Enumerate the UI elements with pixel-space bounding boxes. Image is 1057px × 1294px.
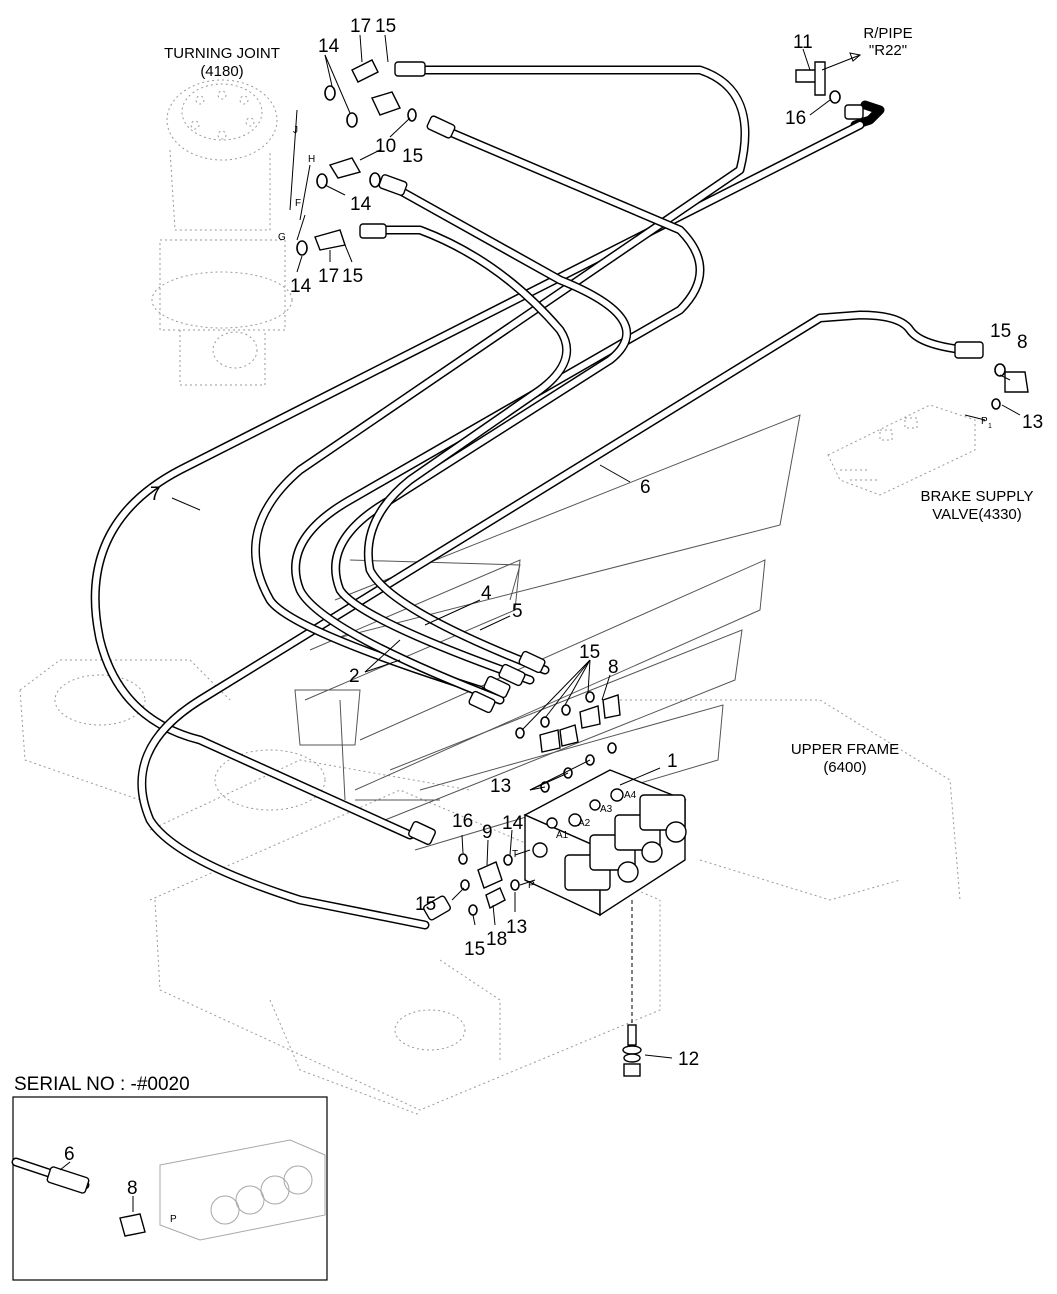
port-label: G (278, 232, 286, 243)
brake-supply-valve-label: BRAKE SUPPLY (920, 488, 1033, 505)
port-label: A1 (556, 830, 569, 841)
inset-callout-8: 8 (127, 1178, 138, 1199)
turning-joint-code: (4180) (200, 63, 243, 80)
upper-frame-label: UPPER FRAME (791, 741, 899, 758)
callout: 13 (506, 917, 527, 938)
callout: 15 (990, 321, 1011, 342)
adapters (314, 59, 1029, 910)
port-label: T (512, 849, 518, 860)
callout: 10 (375, 136, 396, 157)
callout: 16 (452, 811, 473, 832)
callout: 13 (1022, 412, 1043, 433)
control-valve-block (523, 769, 687, 917)
brake-supply-valve-ghost (827, 404, 976, 496)
callout: 14 (350, 194, 372, 215)
callout: 15 (375, 16, 396, 37)
inset-callout-6: 6 (64, 1144, 75, 1165)
port-label: H (308, 154, 315, 165)
hoses (90, 65, 970, 930)
callout: 11 (793, 32, 813, 53)
callout-numbers: 17 15 14 10 15 14 14 17 15 11 16 15 8 13… (150, 16, 1043, 1070)
callout: 13 (490, 776, 511, 797)
port-labels: J H F G P 1 A1 A2 A3 A4 T P (278, 125, 992, 891)
callout: 15 (579, 642, 600, 663)
callout: 2 (349, 666, 360, 687)
port-label-subscript: 1 (988, 423, 992, 430)
turning-joint-label: TURNING JOINT (164, 45, 280, 62)
callout: 14 (502, 813, 524, 834)
brake-supply-valve-code: VALVE(4330) (932, 506, 1022, 523)
mounting-plates (294, 414, 801, 851)
callout: 8 (608, 657, 619, 678)
callout: 1 (667, 751, 678, 772)
leader-lines (171, 34, 1021, 1059)
upper-frame-code: (6400) (823, 759, 866, 776)
callout: 12 (678, 1049, 699, 1070)
callout: 4 (481, 583, 492, 604)
callout: 17 (318, 266, 339, 287)
callout: 5 (512, 601, 523, 622)
callout: 15 (415, 894, 436, 915)
callout: 15 (342, 266, 363, 287)
serial-title: SERIAL NO : -#0020 (14, 1074, 190, 1095)
callout: 7 (150, 484, 161, 505)
bolt-assembly (622, 900, 642, 1077)
port-label: P (528, 880, 535, 891)
callout: 17 (350, 16, 371, 37)
serial-inset: SERIAL NO : -#0020 6 8 P (11, 1074, 328, 1281)
component-labels: TURNING JOINT (4180) R/PIPE "R22" BRAKE … (164, 25, 1033, 776)
hose-fittings (359, 61, 984, 921)
callout: 9 (482, 822, 493, 843)
callout: 14 (290, 276, 312, 297)
port-label: J (293, 125, 298, 136)
port-label: A2 (578, 818, 591, 829)
r-pipe-code: "R22" (869, 42, 907, 59)
callout: 14 (318, 36, 340, 57)
callout: 16 (785, 108, 806, 129)
port-label: F (295, 198, 301, 209)
r-pipe-label: R/PIPE (863, 25, 912, 42)
port-label: A4 (624, 790, 637, 801)
port-label: A3 (600, 804, 613, 815)
callout: 15 (402, 146, 423, 167)
turning-joint-ghost (151, 79, 293, 386)
port-label: P (981, 416, 988, 427)
o-rings (296, 85, 1006, 916)
callout: 15 (464, 939, 485, 960)
callout: 8 (1017, 332, 1028, 353)
callout: 18 (486, 929, 507, 950)
inset-port-P: P (170, 1214, 177, 1225)
callout: 6 (640, 477, 651, 498)
